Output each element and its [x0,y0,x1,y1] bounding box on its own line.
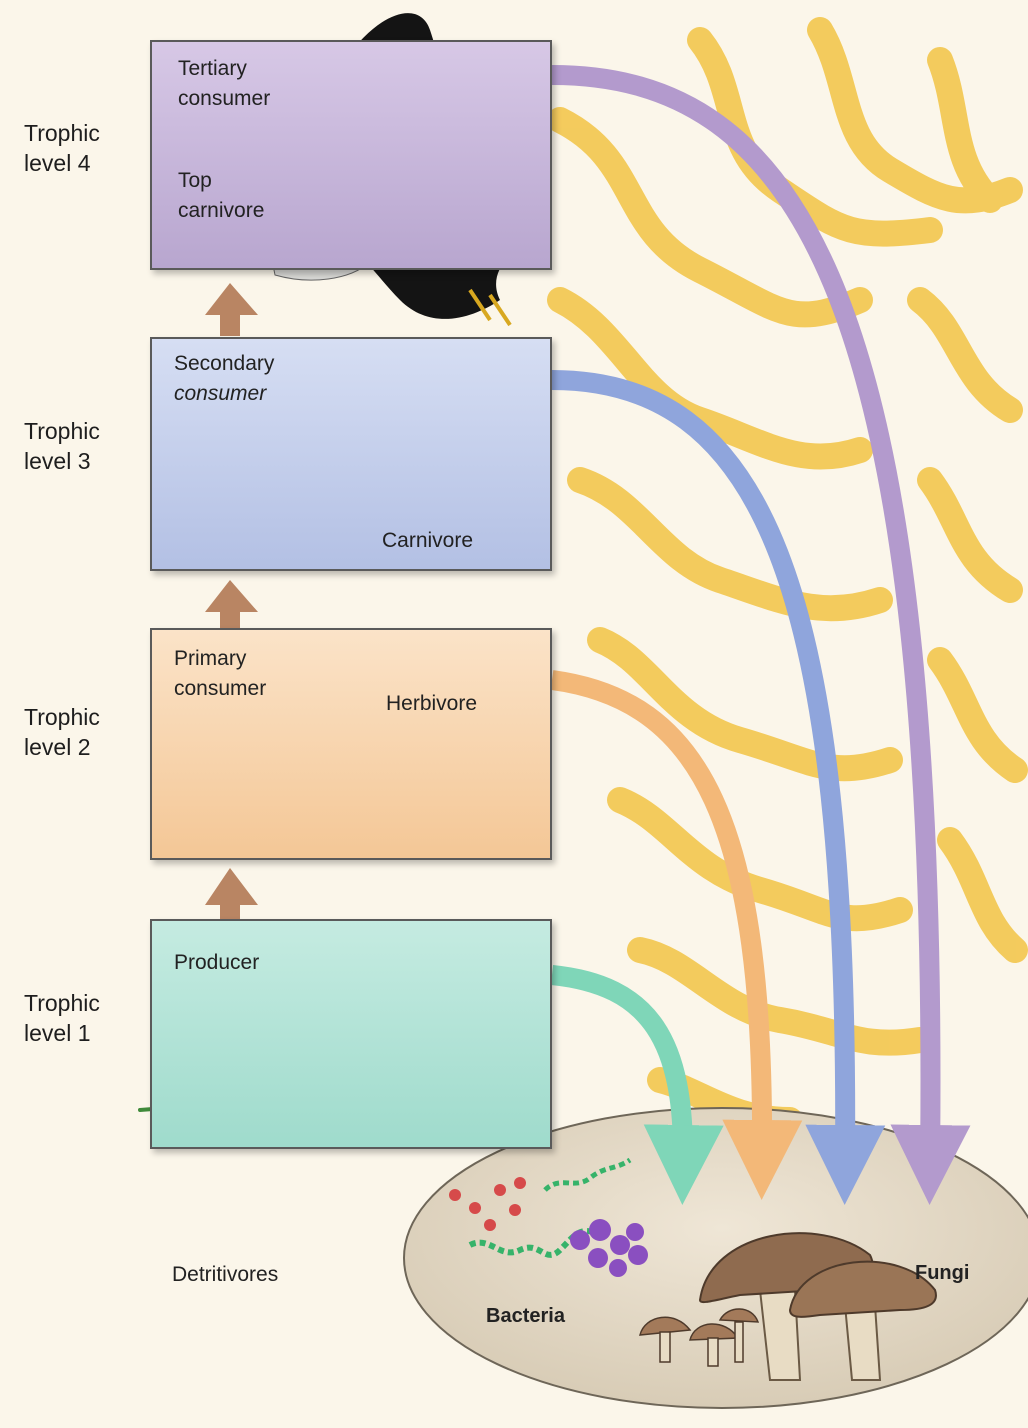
trophic-level-2-line2: level 2 [24,732,154,762]
trophic-level-4-line2: level 4 [24,148,154,178]
bacteria-label: Bacteria [486,1305,565,1328]
tertiary-role-line1: Tertiary [178,54,270,84]
fungi-label: Fungi [915,1262,969,1285]
tertiary-consumer-role: Tertiary consumer [178,54,270,114]
herbivore-label: Herbivore [386,692,477,716]
up-arrow-3-to-4 [205,283,258,336]
detritivores-label: Detritivores [172,1263,278,1287]
trophic-level-4-label: Trophic level 4 [24,118,154,178]
producer-label: Producer [174,951,259,975]
trophic-level-4-line1: Trophic [24,118,154,148]
trophic-level-3-line2: level 3 [24,446,154,476]
trophic-level-2-line1: Trophic [24,702,154,732]
secondary-role-line2: consumer [174,379,274,409]
tertiary-consumer-box: Tertiary consumer Top carnivore [150,40,552,270]
tertiary-diet-line2: carnivore [178,196,264,226]
trophic-level-2-label: Trophic level 2 [24,702,154,762]
primary-consumer-role: Primary consumer [174,644,266,704]
tertiary-diet-line1: Top [178,166,264,196]
trophic-level-1-line1: Trophic [24,988,154,1018]
primary-role-line2: consumer [174,674,266,704]
tertiary-role-line2: consumer [178,84,270,114]
carnivore-label: Carnivore [382,529,473,553]
up-arrow-2-to-3 [205,580,258,628]
trophic-level-1-line2: level 1 [24,1018,154,1048]
up-arrow-1-to-2 [205,868,258,920]
trophic-level-1-label: Trophic level 1 [24,988,154,1048]
secondary-consumer-role: Secondary consumer [174,349,274,409]
secondary-role-line1: Secondary [174,349,274,379]
primary-consumer-box: Primary consumer Herbivore [150,628,552,860]
trophic-level-3-label: Trophic level 3 [24,416,154,476]
secondary-consumer-box: Secondary consumer Carnivore [150,337,552,571]
trophic-level-3-line1: Trophic [24,416,154,446]
primary-role-line1: Primary [174,644,266,674]
top-carnivore-label: Top carnivore [178,166,264,226]
producer-box: Producer [150,919,552,1149]
